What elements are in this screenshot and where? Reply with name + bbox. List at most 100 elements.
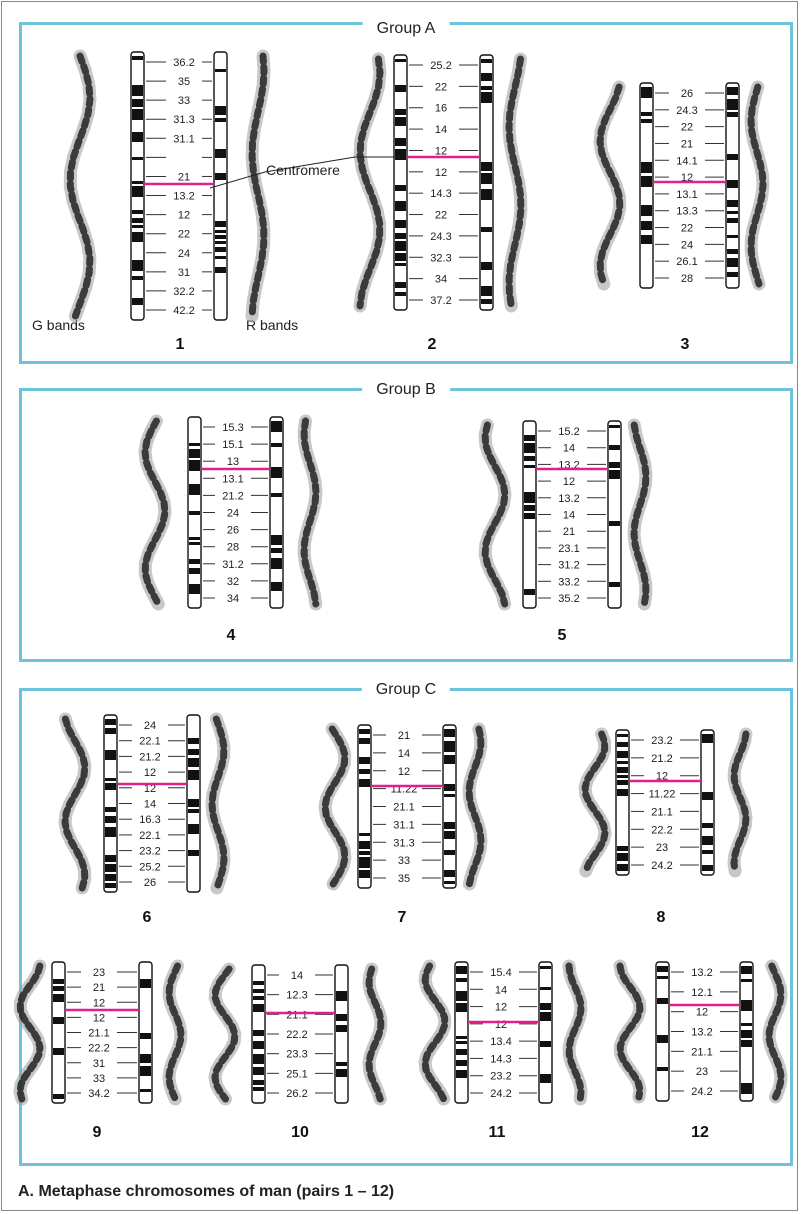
chr10-g-sketch-bands [215, 969, 235, 1099]
chr4-band [271, 493, 282, 497]
chr9-band [53, 986, 64, 991]
chr11-band [456, 1003, 467, 1012]
chr2-band [395, 253, 406, 261]
chr9-band [53, 979, 64, 984]
chr5-band-label: 12 [563, 476, 575, 488]
chr3-band [727, 249, 738, 254]
chr9-band [53, 1094, 64, 1099]
chr2-band [395, 185, 406, 191]
chr12-band-label: 12.1 [691, 987, 712, 999]
chr4-band [271, 467, 282, 478]
chr3-band [727, 180, 738, 188]
chr6-band-label: 22.1 [139, 736, 160, 748]
chr7-band [444, 794, 455, 797]
chr2-band-label: 34 [435, 274, 447, 286]
chr4-band [189, 559, 200, 564]
chr3-band-label: 14.1 [676, 155, 697, 167]
chr1-band [132, 186, 143, 197]
chr4-band-label: 15.3 [222, 422, 243, 434]
chr7-band [444, 831, 455, 839]
chr5-band-label: 14 [563, 443, 575, 455]
chr10-band [336, 991, 347, 1001]
chr7-g-sketch-bands [325, 729, 345, 884]
chr8-band [702, 823, 713, 828]
chr3-band [641, 205, 652, 216]
chr7-band-label: 14 [398, 748, 410, 760]
chr12-band-label: 23 [696, 1066, 708, 1078]
chr5-band [609, 462, 620, 468]
chr2-band-label: 14 [435, 124, 447, 136]
chr11-band-label: 15.4 [490, 967, 511, 979]
chr1-band [132, 260, 143, 271]
chr1-band-label: 35 [178, 76, 190, 88]
chr4-band [271, 535, 282, 545]
chr5-band [609, 582, 620, 587]
chr2-band [395, 241, 406, 251]
chr10-band [336, 1025, 347, 1032]
chr10-band-label: 26.2 [286, 1088, 307, 1100]
chr7-band-label: 21.1 [393, 802, 414, 814]
chr3-band-label: 13.1 [676, 189, 697, 201]
chr6-band [105, 874, 116, 881]
chr8-band [702, 792, 713, 800]
chr8-band-label: 11.22 [649, 789, 676, 801]
chr1-band [132, 56, 143, 60]
chr5-band [524, 505, 535, 511]
chr1-band-label: 12 [178, 210, 190, 222]
chr6-band [105, 807, 116, 812]
chr2-band-label: 37.2 [430, 295, 451, 307]
chr12-band [741, 966, 752, 974]
chr7-band [359, 738, 370, 744]
chr10-band [336, 1062, 347, 1066]
chr1-band [132, 109, 143, 120]
chr11-band [456, 1049, 467, 1055]
chr4-band [189, 449, 200, 458]
chr9-band-label: 12 [93, 1012, 105, 1024]
chr6-band [188, 824, 199, 834]
chr11-band [456, 1070, 467, 1078]
chr1-band [132, 181, 143, 184]
chr4-band [189, 568, 200, 574]
chr11-band [456, 1041, 467, 1044]
chr1-band [215, 173, 226, 180]
chr5-band [524, 589, 535, 595]
chr11-g-ideogram [455, 962, 468, 1103]
chr5-band [609, 470, 620, 479]
chr3-band [727, 112, 738, 117]
chr5-band [524, 513, 535, 519]
chr5-band [609, 521, 620, 526]
chr3-band-label: 28 [681, 273, 693, 285]
chr9-band-label: 33 [93, 1073, 105, 1085]
chr1-band [215, 256, 226, 259]
chr1-band [215, 230, 226, 233]
chr3-band [641, 162, 652, 173]
chr2-band [395, 59, 406, 62]
chr6-band-label: 16.3 [139, 814, 160, 826]
chr11-band-label: 14 [495, 984, 507, 996]
chr6-band [105, 728, 116, 734]
chr6-band-label: 21.2 [139, 751, 160, 763]
chr7-band [359, 870, 370, 878]
chr1-band [132, 232, 143, 242]
chr2-band [481, 162, 492, 171]
chr10-r-ideogram [335, 965, 348, 1103]
chr1-band-label: 13.2 [173, 191, 194, 203]
chr9-band-label: 21 [93, 982, 105, 994]
chr8-band [617, 761, 628, 764]
chr7-band-label: 12 [398, 766, 410, 778]
chr6-band [188, 738, 199, 744]
chr1-band-label: 31.3 [173, 114, 194, 126]
chr11-band [540, 1003, 551, 1010]
chr11-number: 11 [489, 1124, 506, 1141]
chr4-band [271, 558, 282, 569]
chr10-band-label: 21.1 [286, 1009, 307, 1021]
chr11-band [540, 1074, 551, 1083]
chr11-band [456, 1036, 467, 1039]
chr9-band [140, 1033, 151, 1039]
chr2-band [395, 109, 406, 115]
chr4-band [271, 582, 282, 591]
chr11-band-label: 12 [495, 1019, 507, 1031]
chr2-band [481, 92, 492, 103]
chr4-number: 4 [227, 627, 236, 644]
